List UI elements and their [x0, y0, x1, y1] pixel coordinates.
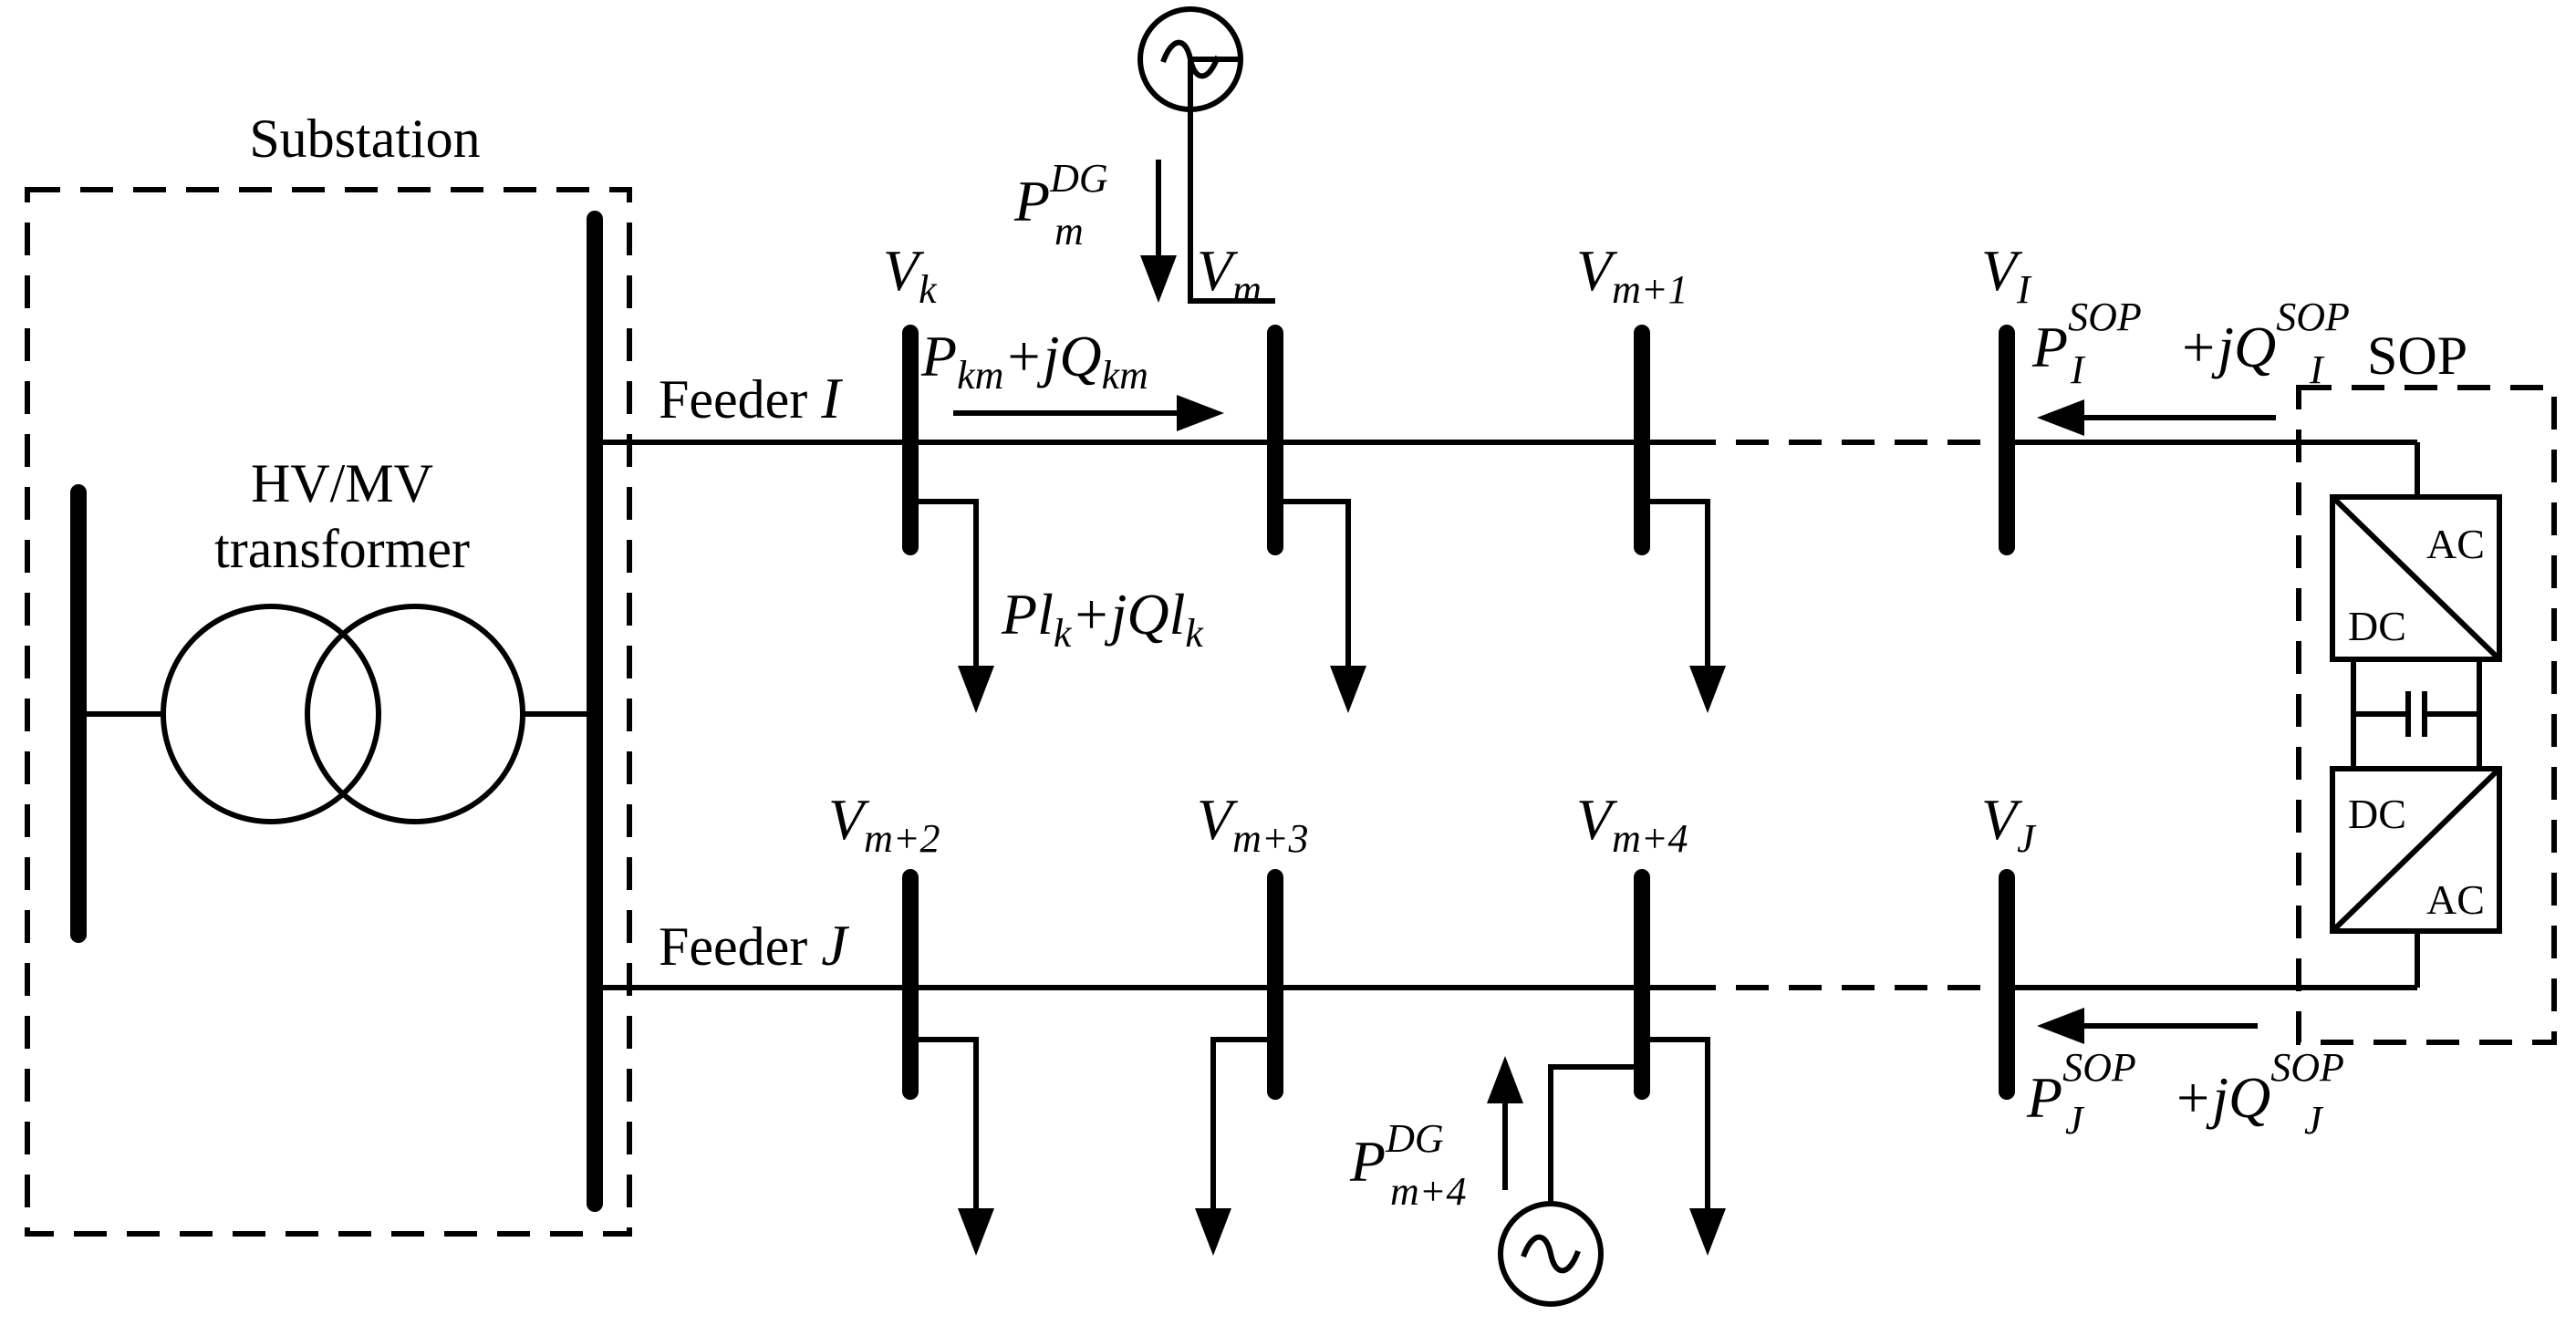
- label-vm1: Vm+1: [1576, 238, 1688, 312]
- pdg-m-arrow: [1140, 160, 1177, 303]
- sop-label: SOP: [2367, 326, 2467, 386]
- transformer-label-line1: HV/MV: [251, 453, 433, 513]
- generator-icon-vm4: [1498, 1064, 1642, 1307]
- load-arrow-vm1: [1642, 499, 1726, 713]
- substation-boundary: [25, 187, 632, 1237]
- transformer-label-line2: transformer: [214, 519, 470, 579]
- load-arrow-vm3: [1195, 1037, 1275, 1256]
- substation-label: Substation: [249, 109, 480, 169]
- pkm-arrow: [953, 395, 1224, 431]
- label-vm3: Vm+3: [1197, 787, 1309, 861]
- sop-boundary: [2296, 385, 2557, 1045]
- generator-icon-vm: [1137, 6, 1275, 304]
- label-vi: VI: [1981, 238, 2032, 312]
- load-label: Plk+jQlk: [1001, 582, 1204, 656]
- feeder-i-label: Feeder I: [659, 366, 843, 430]
- label-vj: VJ: [1981, 787, 2037, 861]
- sop-i-arrow: [2037, 399, 2276, 436]
- converter-bottom-ac-label: AC: [2426, 876, 2485, 923]
- label-vm2: Vm+2: [828, 787, 940, 861]
- feeder-j-label: Feeder J: [659, 913, 849, 978]
- load-arrow-vm4: [1642, 1037, 1726, 1256]
- label-vm: Vm: [1197, 238, 1262, 312]
- transformer-icon: [78, 604, 595, 824]
- sop-j-arrow: [2037, 1008, 2258, 1044]
- pkm-label: Pkm+jQkm: [920, 324, 1148, 398]
- pdg-m4-arrow: [1487, 1056, 1523, 1190]
- label-vm4: Vm+4: [1576, 787, 1688, 861]
- label-vk: Vk: [883, 238, 938, 312]
- ac-dc-converter-top: [2330, 494, 2502, 662]
- dc-link-capacitor-icon: [2351, 659, 2482, 769]
- load-arrow-vk: [910, 499, 994, 713]
- converter-top-ac-label: AC: [2426, 521, 2485, 567]
- load-arrow-vm2: [910, 1037, 994, 1256]
- converter-bottom-dc-label: DC: [2348, 791, 2406, 837]
- load-arrow-vm: [1275, 499, 1366, 713]
- converter-top-dc-label: DC: [2348, 603, 2406, 649]
